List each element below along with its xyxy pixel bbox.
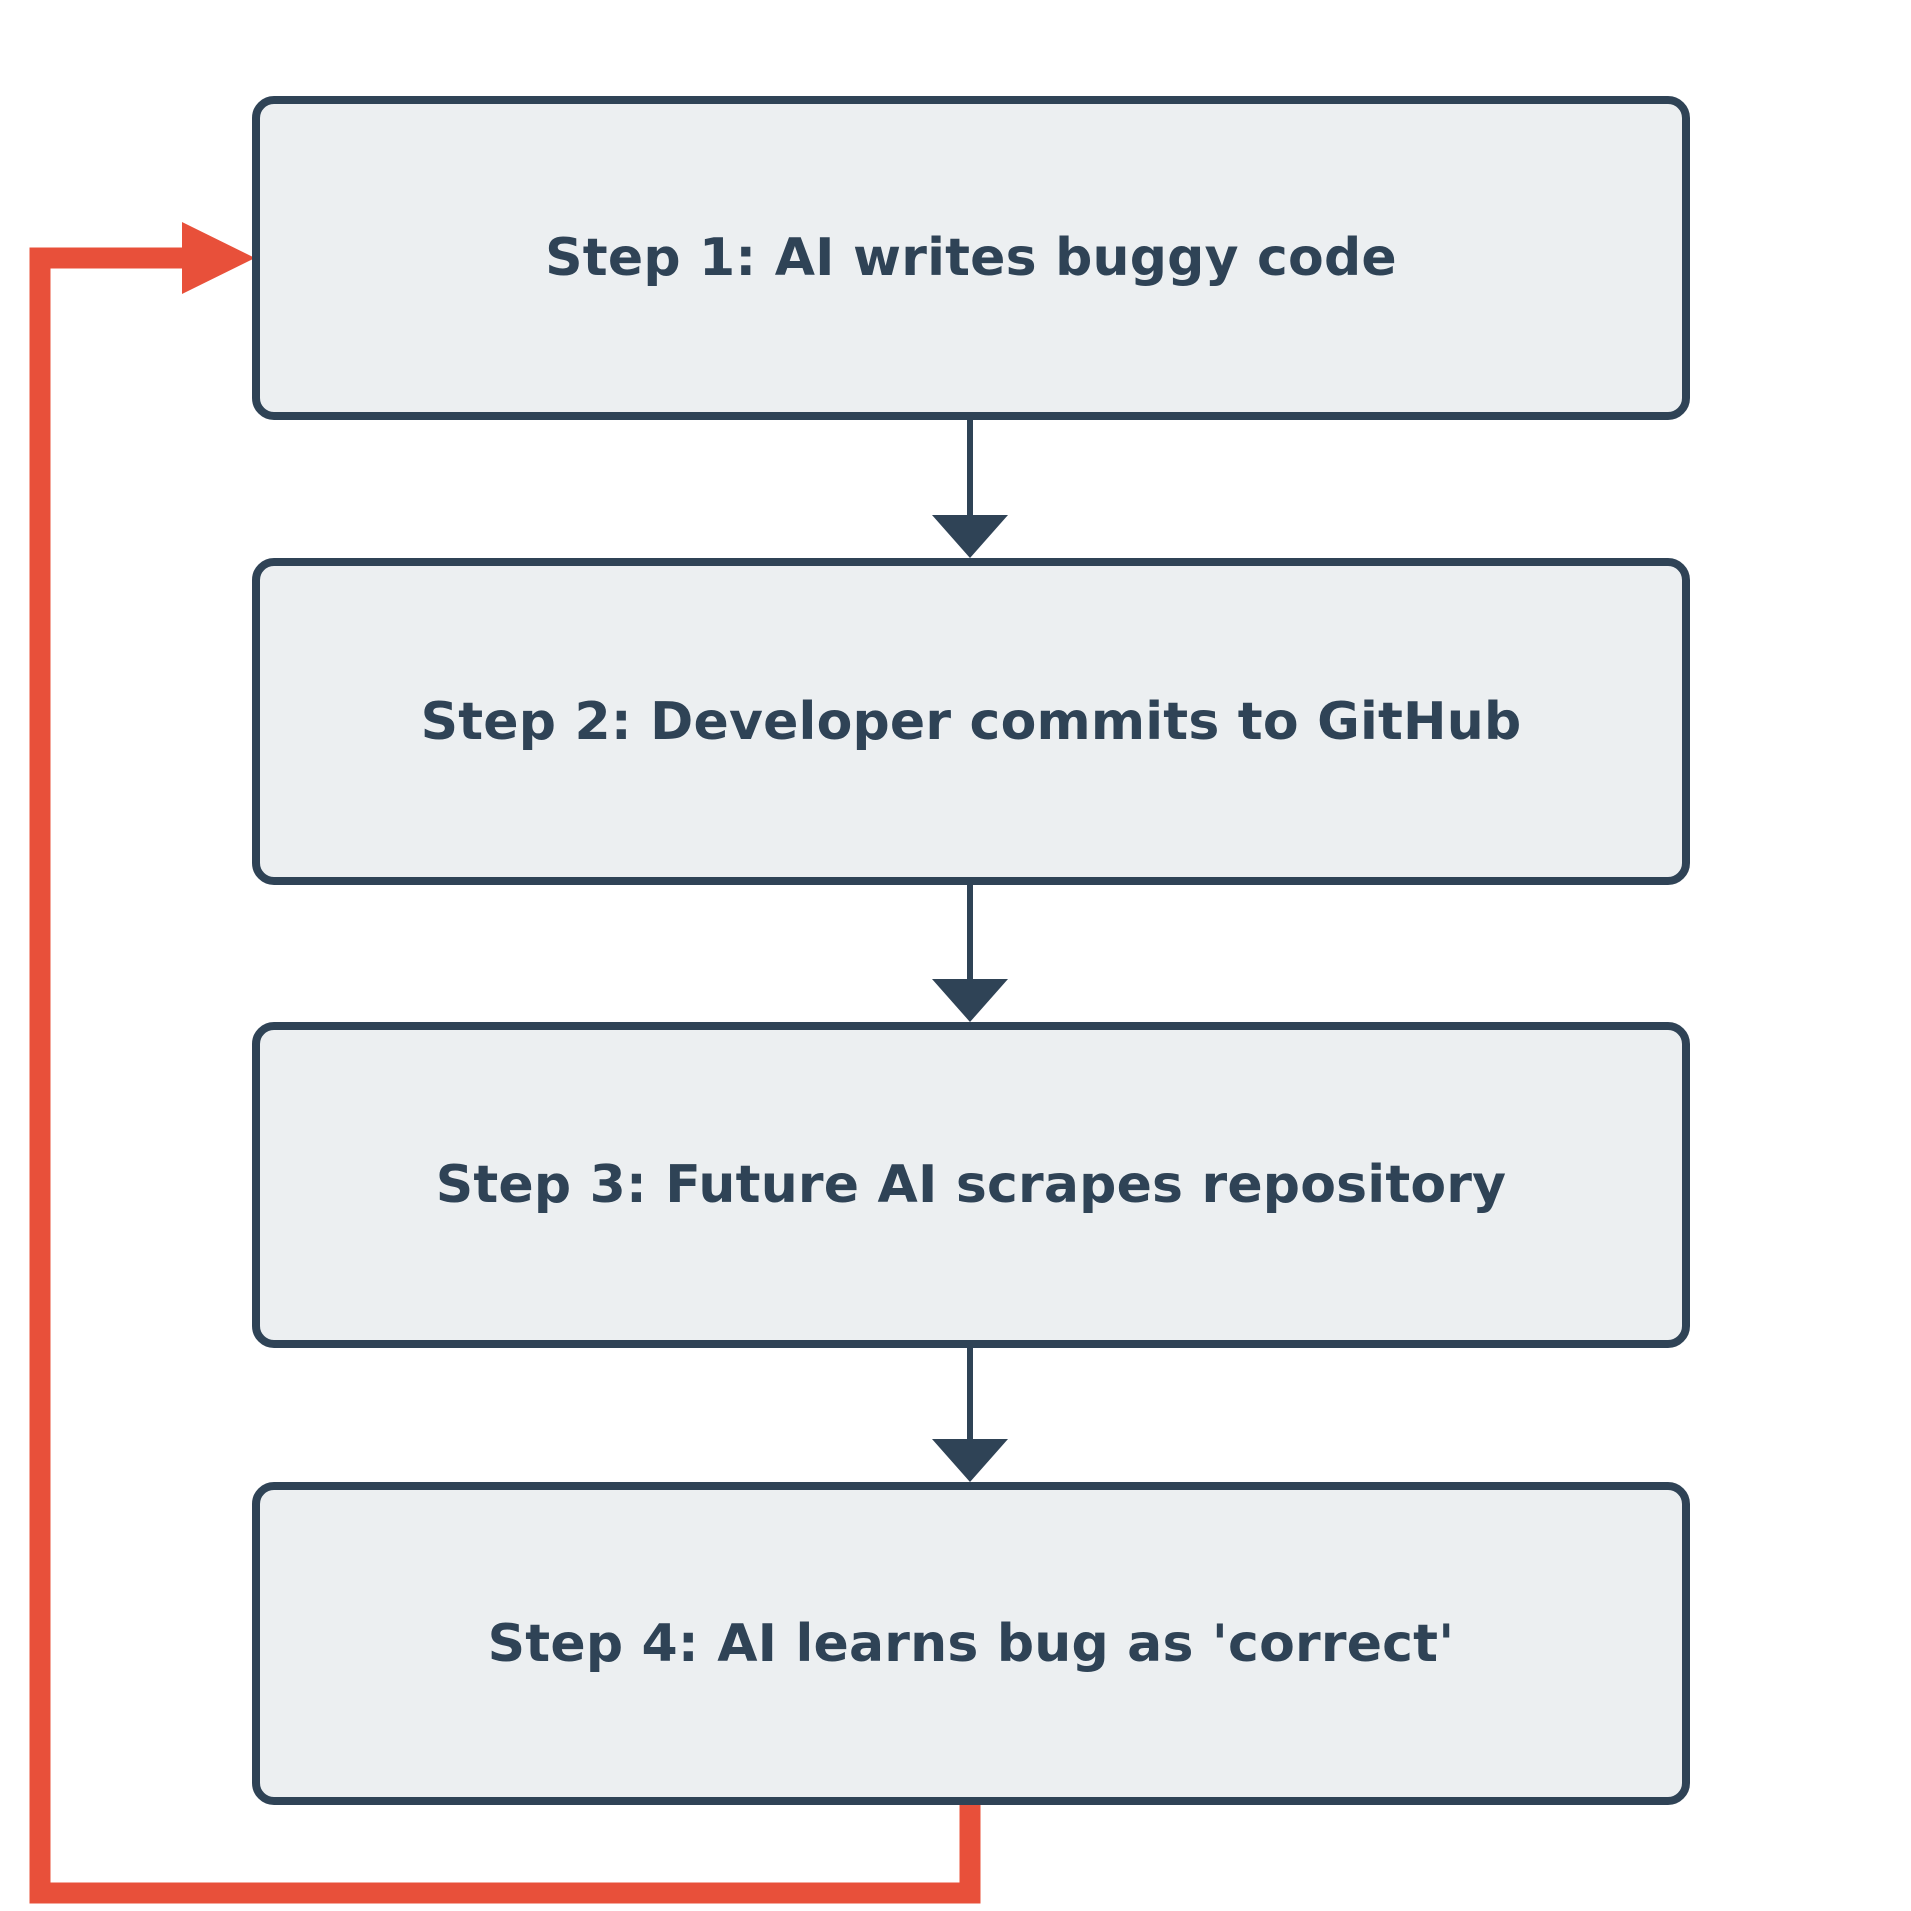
edge-step4-to-step1-loop xyxy=(29,222,981,1904)
edge-step1-to-step2 xyxy=(932,398,1008,558)
flow-node-step1[interactable]: Step 1: AI writes buggy code xyxy=(252,96,1690,420)
flow-node-step3[interactable]: Step 3: Future AI scrapes repository xyxy=(252,1022,1690,1348)
flow-node-step4-label: Step 4: AI learns bug as 'correct' xyxy=(487,1613,1455,1674)
edge-step3-to-step4 xyxy=(932,1325,1008,1482)
flow-node-step1-label: Step 1: AI writes buggy code xyxy=(545,228,1397,288)
flow-node-step3-label: Step 3: Future AI scrapes repository xyxy=(435,1155,1507,1215)
edge-step2-to-step3 xyxy=(932,862,1008,1022)
flow-node-step2-label: Step 2: Developer commits to GitHub xyxy=(420,691,1522,752)
flow-node-step2[interactable]: Step 2: Developer commits to GitHub xyxy=(252,558,1690,885)
flow-node-step4[interactable]: Step 4: AI learns bug as 'correct' xyxy=(252,1482,1690,1805)
